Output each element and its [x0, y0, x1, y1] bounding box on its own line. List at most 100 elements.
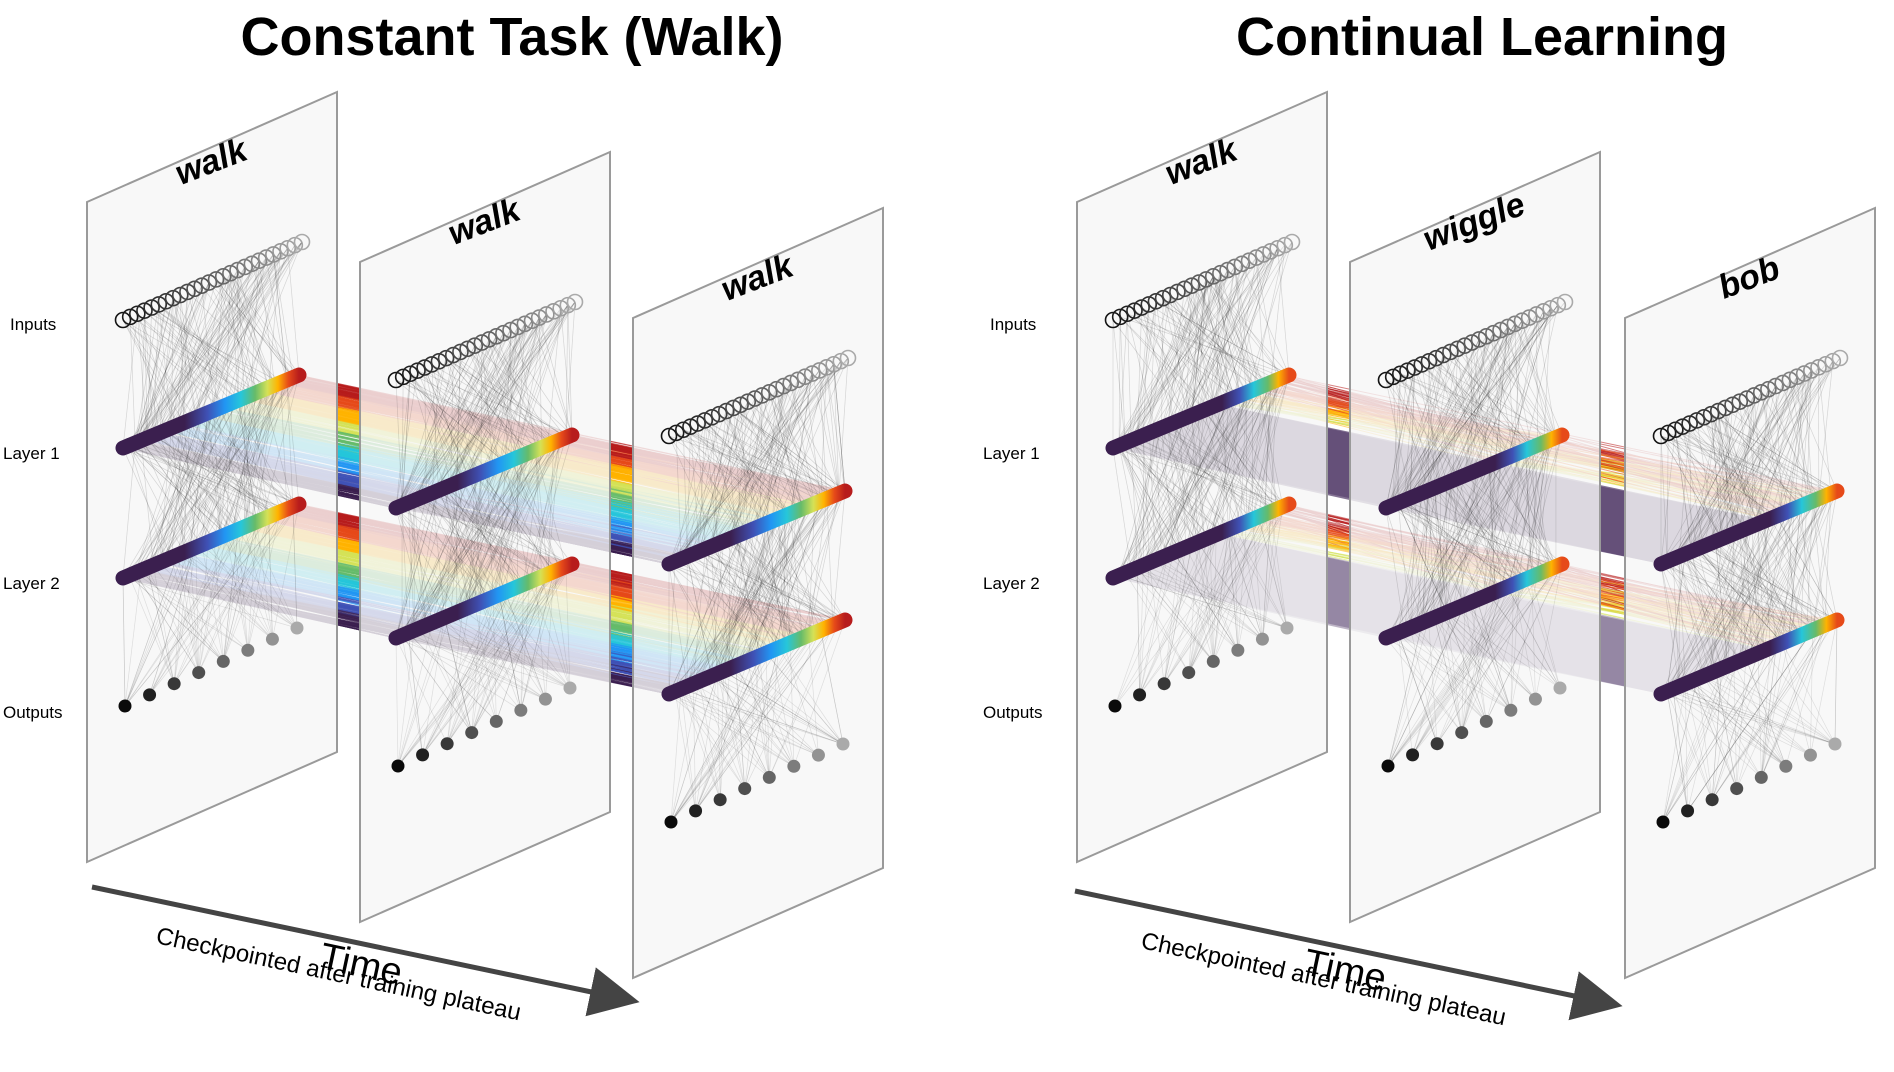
weight-edge: [1209, 407, 1284, 507]
weight-edge: [668, 435, 743, 535]
weight-edge: [1725, 407, 1735, 534]
weight-edge: [201, 273, 231, 416]
input-node: [416, 359, 433, 376]
weight-edge: [122, 313, 138, 449]
weight-edge: [717, 673, 770, 778]
weight-edge: [1143, 410, 1205, 566]
weight-edge: [230, 273, 239, 401]
weight-edge: [498, 442, 555, 595]
weight-edge: [144, 310, 148, 438]
weight-edge: [1709, 543, 1789, 641]
weight-edge: [1782, 508, 1795, 643]
weight-edge: [690, 426, 791, 514]
input-node: [1104, 311, 1122, 329]
weight-edge: [1155, 300, 1290, 376]
weight-edge: [1149, 251, 1271, 434]
weight-edge: [670, 635, 809, 823]
weight-edge: [668, 563, 803, 639]
weight-edge: [1397, 502, 1448, 613]
weight-edge: [124, 570, 142, 707]
weight-edge: [1697, 521, 1765, 679]
weight-edge: [407, 502, 433, 623]
weight-edge: [686, 556, 737, 667]
weight-edge: [1732, 404, 1807, 504]
weight-edge: [1258, 387, 1284, 507]
weight-edge: [1514, 323, 1563, 436]
weight-edge: [1435, 357, 1514, 456]
weight-edge: [401, 333, 504, 506]
weight-edge: [1446, 482, 1532, 577]
input-node: [1204, 268, 1222, 285]
weight-edge: [128, 282, 210, 446]
weight-edge: [1697, 548, 1783, 644]
weight-edge: [1715, 541, 1729, 666]
output-node: [290, 621, 304, 635]
input-node: [775, 377, 792, 395]
weight-edge: [165, 273, 231, 431]
weight-edge: [1255, 257, 1278, 381]
weight-edge: [1691, 551, 1716, 672]
weight-edge: [146, 251, 281, 439]
weight-edge: [1435, 357, 1520, 453]
weight-edge: [1130, 440, 1205, 540]
weight-edge: [1234, 266, 1253, 391]
weight-edge: [397, 563, 573, 767]
weight-edge: [1130, 425, 1168, 571]
weight-edge: [141, 440, 300, 505]
weight-edge: [674, 691, 819, 756]
weight-edge: [1397, 326, 1509, 504]
weight-edge: [1464, 604, 1487, 722]
layer-labels-right: Inputs Layer 1 Layer 2 Outputs: [983, 315, 1043, 722]
weight-edge: [1387, 579, 1526, 767]
weight-edge: [705, 370, 820, 550]
weight-edge: [771, 521, 822, 631]
weight-edge: [1672, 526, 1753, 690]
weight-edge: [1751, 526, 1759, 654]
weight-edge: [1711, 624, 1826, 800]
weight-edge: [1703, 401, 1741, 547]
weight-edge: [134, 298, 174, 444]
weight-edge: [1725, 407, 1753, 527]
weight-edge: [136, 313, 178, 426]
weight-edge: [670, 647, 779, 823]
weight-edge: [395, 379, 500, 466]
weight-edge: [1471, 342, 1490, 466]
weight-edge: [1672, 392, 1762, 560]
weight-edge: [1521, 320, 1557, 438]
weight-edge: [705, 678, 770, 778]
weight-edge: [565, 566, 571, 689]
weight-edge: [1130, 263, 1243, 441]
weight-edge: [268, 516, 273, 640]
weight-edge: [225, 534, 273, 640]
weight-edge: [426, 472, 482, 626]
weight-edge: [1709, 543, 1832, 623]
weight-edge: [741, 382, 792, 534]
input-node: [157, 292, 175, 310]
weight-edge: [503, 333, 573, 436]
weight-edge: [1387, 563, 1563, 767]
weight-edge: [535, 450, 543, 577]
weight-edge: [222, 521, 257, 662]
weight-edge: [765, 652, 844, 745]
weight-edge: [1733, 495, 1826, 664]
weight-edge: [486, 599, 571, 689]
weight-edge: [1400, 373, 1532, 448]
input-node: [1788, 368, 1806, 386]
weight-edge: [1711, 647, 1771, 800]
weight-edge: [729, 538, 840, 623]
weight-edge: [140, 440, 154, 566]
weight-edge: [675, 432, 682, 559]
weight-edge: [426, 354, 454, 496]
weight-edge: [444, 617, 473, 733]
weight-edge: [711, 401, 749, 547]
weight-edge: [1118, 257, 1257, 446]
weight-edge: [1155, 377, 1284, 561]
weight-edge: [1710, 414, 1765, 522]
weight-edge: [1197, 279, 1207, 413]
weight-edge: [474, 345, 500, 466]
weight-edge: [1461, 586, 1508, 733]
input-node: [1695, 408, 1713, 426]
weight-edge: [1470, 602, 1512, 711]
